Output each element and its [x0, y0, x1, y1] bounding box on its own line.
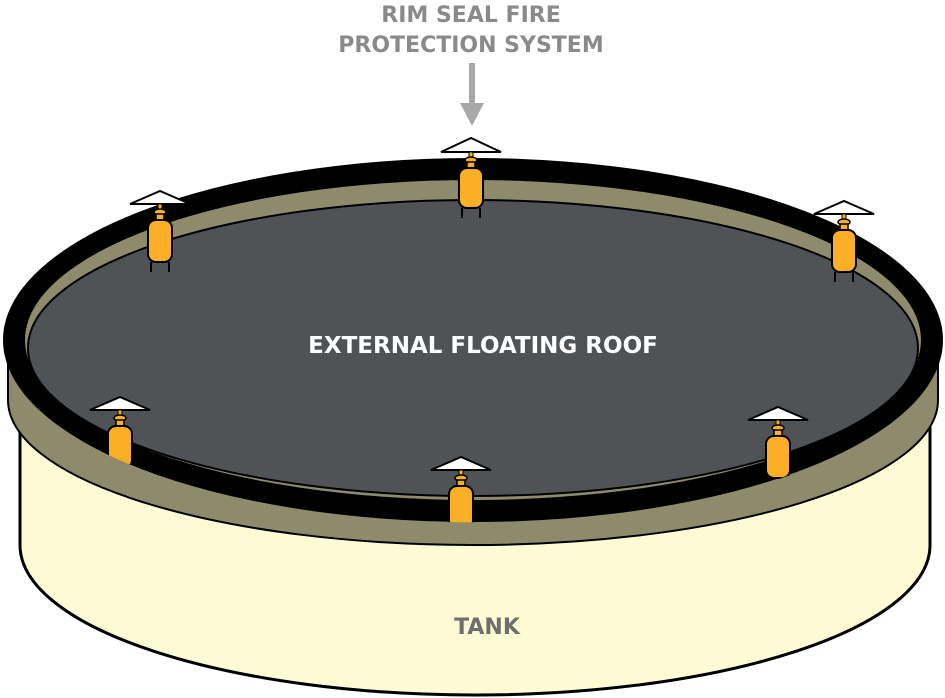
system-label-line1: RIM SEAL FIRE: [381, 3, 560, 28]
fire-protection-unit-front-center: [430, 455, 492, 523]
tank-label: TANK: [454, 615, 521, 640]
down-arrow-icon: [460, 63, 484, 126]
fire-protection-unit-front-left: [89, 395, 151, 469]
fire-protection-unit-left: [129, 189, 191, 272]
system-label-line2: PROTECTION SYSTEM: [338, 33, 603, 58]
fire-protection-unit-front-right: [747, 405, 809, 479]
fire-protection-unit-right: [813, 199, 875, 282]
fire-protection-unit-top: [440, 136, 502, 218]
roof-label: EXTERNAL FLOATING ROOF: [308, 333, 658, 359]
